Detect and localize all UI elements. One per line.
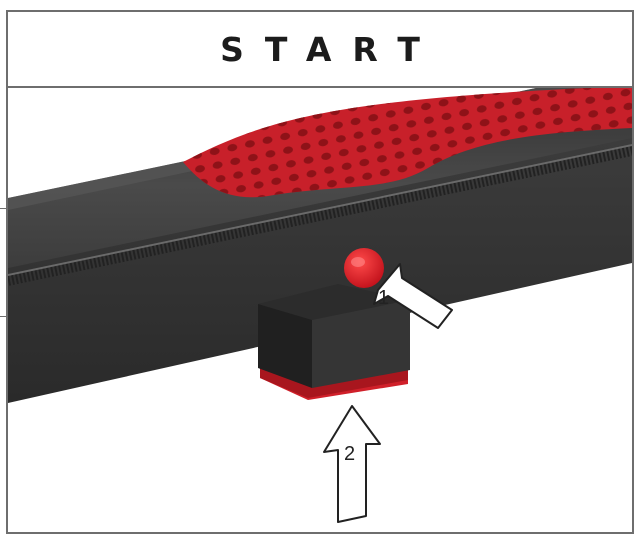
- step-title-bar: START: [8, 12, 632, 88]
- step-panel: START: [6, 10, 634, 534]
- callout-number-1: 1: [378, 287, 389, 309]
- rail-tooth-strip: [8, 144, 632, 286]
- slider-block: [258, 284, 410, 400]
- red-grip: [183, 88, 632, 198]
- left-leader-line-bottom: [0, 316, 8, 317]
- press-arrow-icon: 1: [373, 263, 453, 329]
- push-up-arrow-icon: 2: [323, 405, 381, 523]
- step-title: START: [220, 29, 441, 69]
- release-button: [344, 248, 384, 288]
- left-leader-line-top: [0, 208, 8, 209]
- callout-number-2: 2: [344, 443, 355, 465]
- assembly-illustration: 1 2: [8, 88, 632, 532]
